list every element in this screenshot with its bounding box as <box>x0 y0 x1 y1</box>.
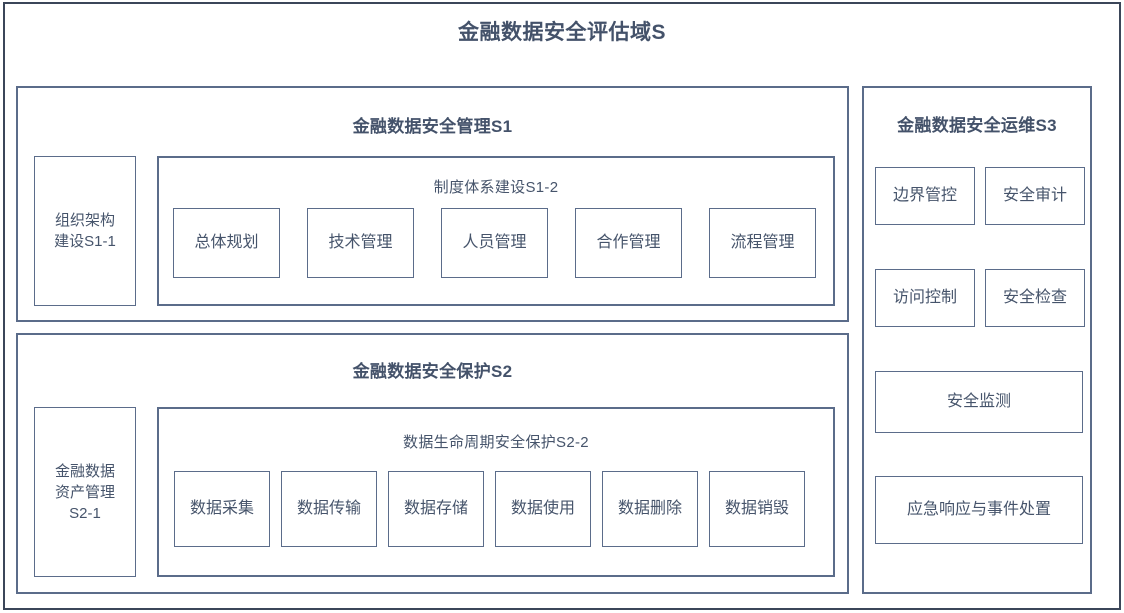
leaf-cooperation-management[interactable]: 合作管理 <box>575 208 682 278</box>
leaf-personnel-management[interactable]: 人员管理 <box>441 208 548 278</box>
section-s3-container: 金融数据安全运维S3 边界管控 安全审计 访问控制 安全检查 安全监测 应急响应… <box>862 86 1092 594</box>
leaf-emergency-response-and-incident-handling[interactable]: 应急响应与事件处置 <box>875 476 1083 544</box>
leaf-security-inspection[interactable]: 安全检查 <box>985 269 1085 327</box>
leaf-security-monitoring[interactable]: 安全监测 <box>875 371 1083 433</box>
leaf-process-management[interactable]: 流程管理 <box>709 208 816 278</box>
section-s3-title: 金融数据安全运维S3 <box>897 116 1057 135</box>
block-financial-data-asset-management-s2-1[interactable]: 金融数据 资产管理 S2-1 <box>34 407 136 577</box>
section-s2-title: 金融数据安全保护S2 <box>352 362 513 381</box>
group-data-lifecycle-protection-s2-2: 数据生命周期安全保护S2-2 数据采集 数据传输 数据存储 数据使用 数据删除 … <box>157 407 835 577</box>
block-organization-structure-s1-1[interactable]: 组织架构 建设S1-1 <box>34 156 136 306</box>
leaf-data-usage[interactable]: 数据使用 <box>495 471 591 547</box>
section-s2-container: 金融数据安全保护S2 金融数据 资产管理 S2-1 数据生命周期安全保护S2-2… <box>16 333 849 594</box>
leaf-security-audit[interactable]: 安全审计 <box>985 167 1085 225</box>
leaf-technical-management[interactable]: 技术管理 <box>307 208 414 278</box>
leaf-data-deletion[interactable]: 数据删除 <box>602 471 698 547</box>
leaf-data-storage[interactable]: 数据存储 <box>388 471 484 547</box>
leaf-access-control[interactable]: 访问控制 <box>875 269 975 327</box>
leaf-data-destruction[interactable]: 数据销毁 <box>709 471 805 547</box>
group-s2-2-title: 数据生命周期安全保护S2-2 <box>403 434 589 451</box>
section-s1-container: 金融数据安全管理S1 组织架构 建设S1-1 制度体系建设S1-2 总体规划 技… <box>16 86 849 322</box>
section-s1-title: 金融数据安全管理S1 <box>352 117 513 136</box>
leaf-overall-planning[interactable]: 总体规划 <box>173 208 280 278</box>
group-system-construction-s1-2: 制度体系建设S1-2 总体规划 技术管理 人员管理 合作管理 流程管理 <box>157 156 835 306</box>
leaf-data-transmission[interactable]: 数据传输 <box>281 471 377 547</box>
leaf-boundary-control[interactable]: 边界管控 <box>875 167 975 225</box>
leaf-data-collection[interactable]: 数据采集 <box>174 471 270 547</box>
group-s1-2-title: 制度体系建设S1-2 <box>433 179 559 196</box>
page-title: 金融数据安全评估域S <box>457 21 666 44</box>
